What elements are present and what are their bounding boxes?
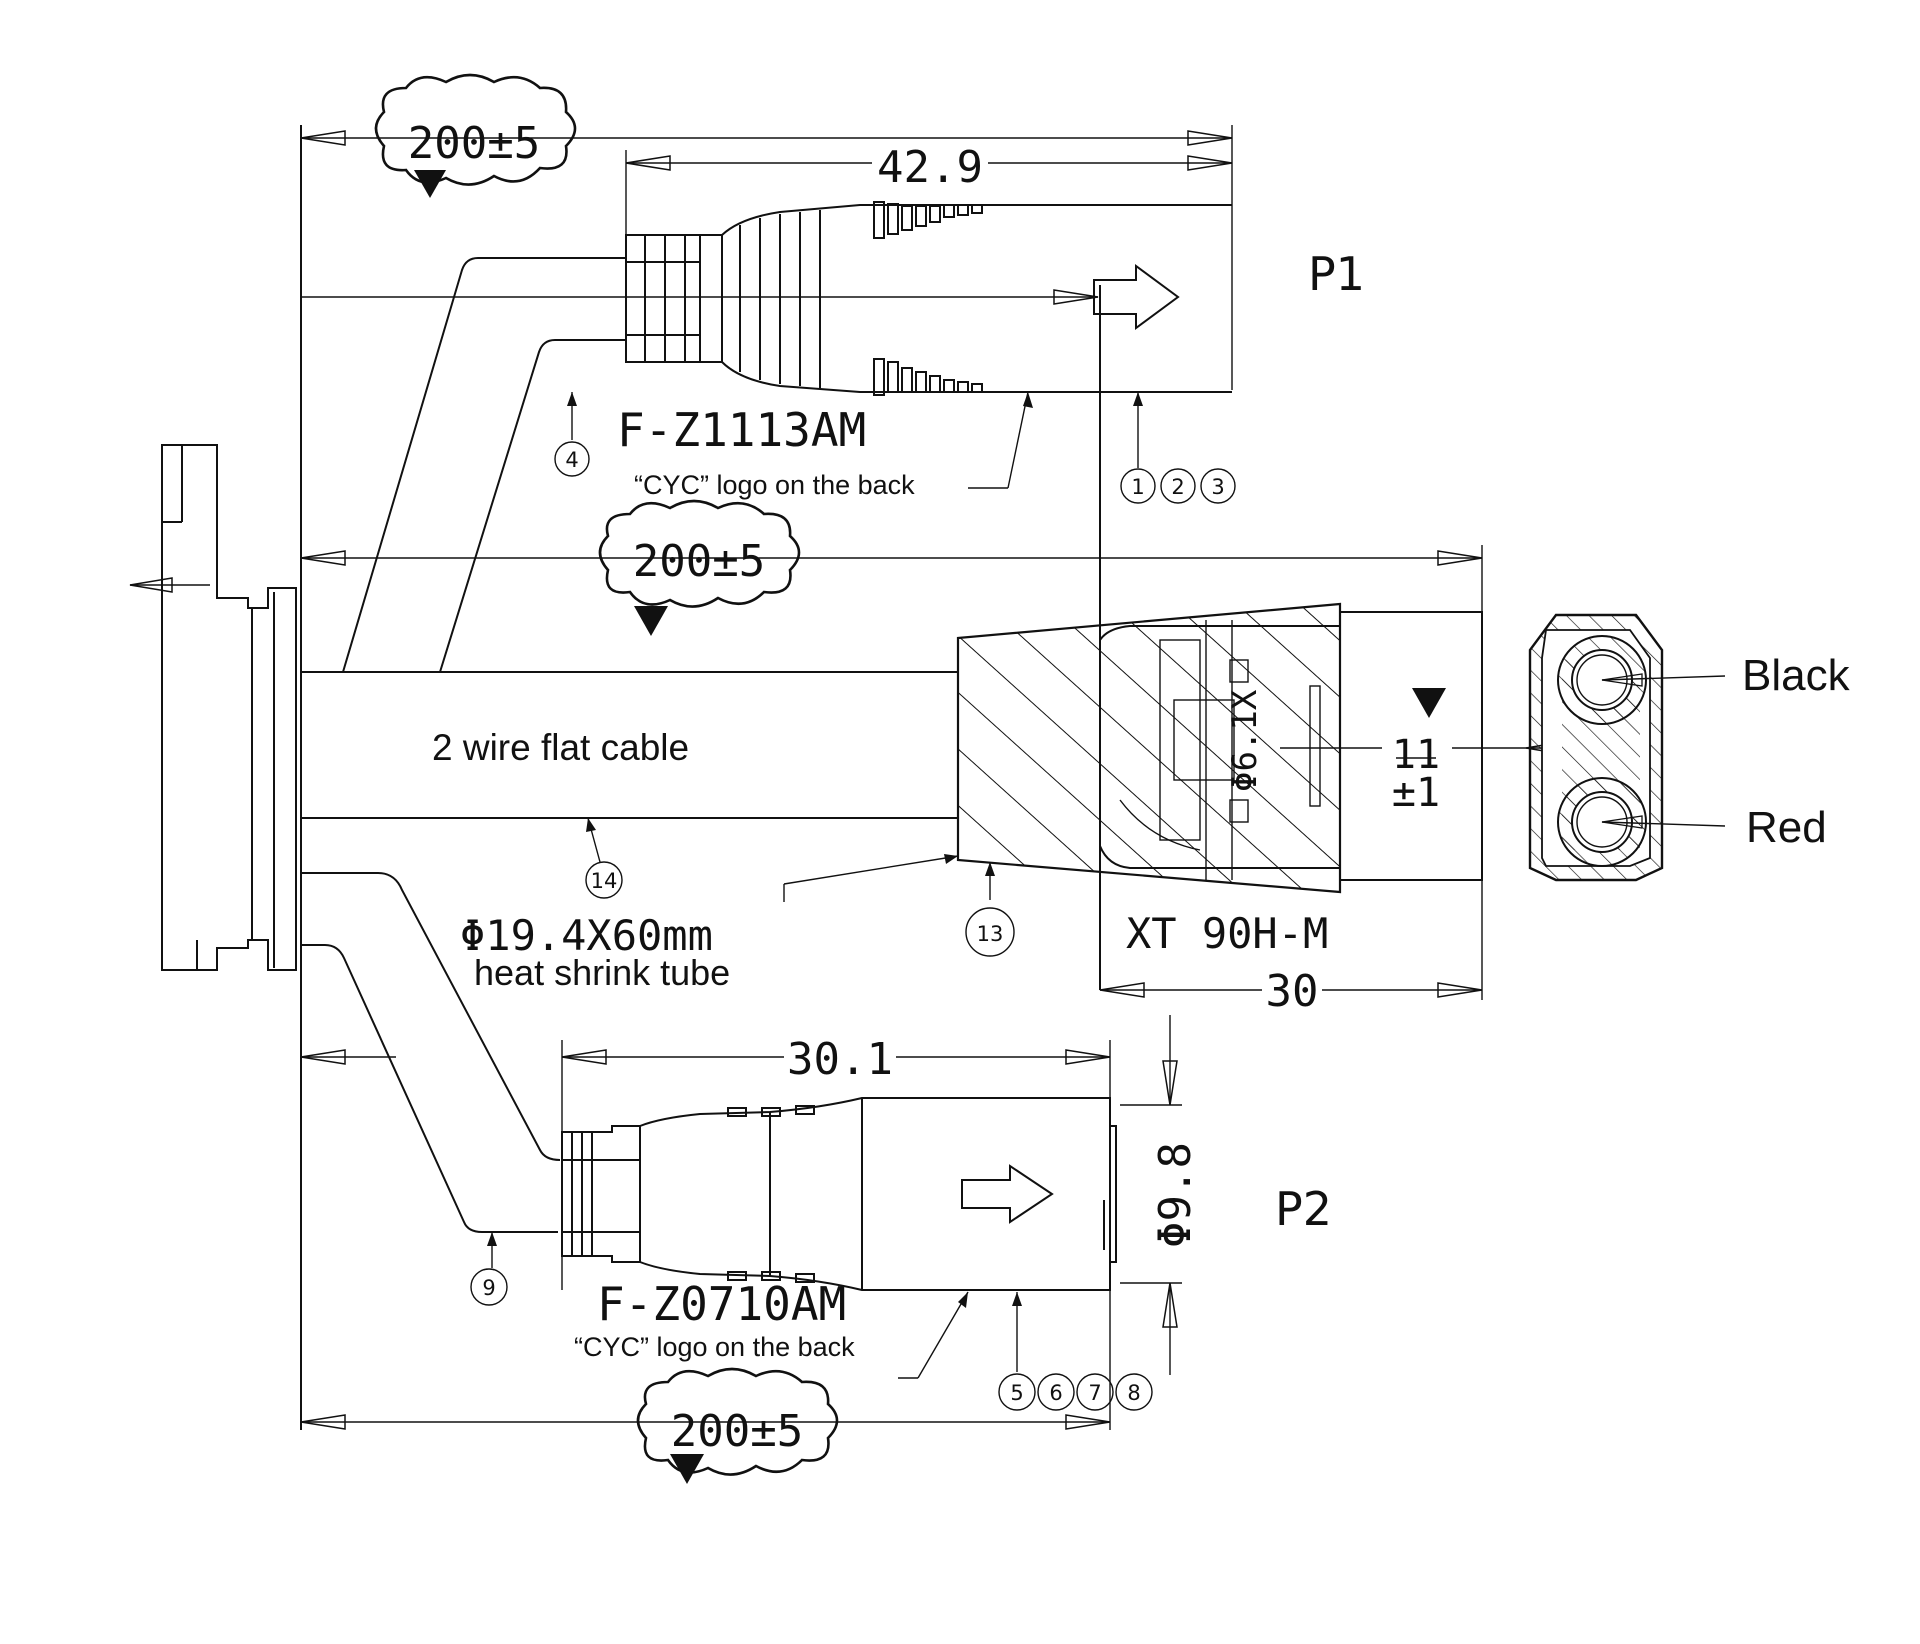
svg-text:3: 3 (1211, 475, 1224, 499)
p2-part-number: F-Z0710AM (597, 1277, 846, 1331)
p2-cable-length: 200±5 (671, 1406, 803, 1457)
svg-text:9: 9 (482, 1276, 495, 1300)
pin-label-red: Red (1746, 803, 1827, 852)
svg-text:30: 30 (1266, 966, 1319, 1017)
p2-label: P2 (1275, 1182, 1332, 1236)
svg-text:7: 7 (1088, 1381, 1101, 1405)
p1-leaders (567, 391, 1143, 489)
p2-length-dim: 30.1 (787, 1034, 893, 1085)
flat-cable: 2 wire flat cable 14 (301, 671, 958, 899)
p1-balloons: 4 1 2 3 (554, 441, 1236, 504)
svg-text:6: 6 (1049, 1381, 1062, 1405)
tube-leader: 13 (783, 854, 1015, 957)
p2-balloons: 9 5 6 7 8 (470, 1268, 1153, 1411)
xt90-connector: Φ6.1X 11 ±1 (1099, 611, 1570, 881)
tube-size: Φ19.4X60mm (460, 911, 713, 960)
p1-part-number: F-Z1113AM (617, 403, 866, 457)
xt90-height-top: 11 (1392, 732, 1440, 778)
svg-text:8: 8 (1127, 1381, 1140, 1405)
svg-text:2: 2 (1171, 475, 1184, 499)
p1-dimensions: 42.9 200±5 (300, 73, 1233, 390)
p1-length-dim: 42.9 (877, 142, 983, 193)
tube-label: heat shrink tube (474, 952, 730, 993)
svg-text:14: 14 (591, 869, 618, 893)
main-cable-length: 200±5 (633, 536, 765, 587)
svg-text:5: 5 (1010, 1381, 1023, 1405)
xt90-part: XT 90H-M (1126, 909, 1328, 958)
xt90-height-bottom: ±1 (1392, 770, 1440, 816)
p2-connector (561, 1097, 1117, 1291)
p1-cable-length: 200±5 (408, 118, 540, 169)
svg-text:1: 1 (1131, 475, 1144, 499)
cable-label: 2 wire flat cable (432, 727, 689, 768)
p1-label: P1 (1308, 247, 1365, 301)
svg-text:13: 13 (977, 922, 1004, 946)
p2-logo-note: “CYC” logo on the back (574, 1332, 855, 1362)
p2-wires (301, 872, 561, 1233)
p2-diameter-dim: Φ9.8 (1150, 1142, 1201, 1248)
xt90-inner-dia: Φ6.1X (1225, 689, 1265, 792)
p2-leaders (487, 1232, 1022, 1379)
xt90-face-view (1528, 613, 1726, 882)
xt90-length-dim: 30 (1099, 966, 1483, 1017)
panel-grommet (129, 444, 297, 971)
heat-shrink-tube (956, 602, 1342, 894)
pin-label-black: Black (1742, 651, 1851, 700)
p1-logo-note: “CYC” logo on the back (634, 470, 915, 500)
svg-text:4: 4 (565, 448, 578, 472)
p2-dimensions: 30.1 Φ9.8 200±5 (300, 1015, 1201, 1484)
